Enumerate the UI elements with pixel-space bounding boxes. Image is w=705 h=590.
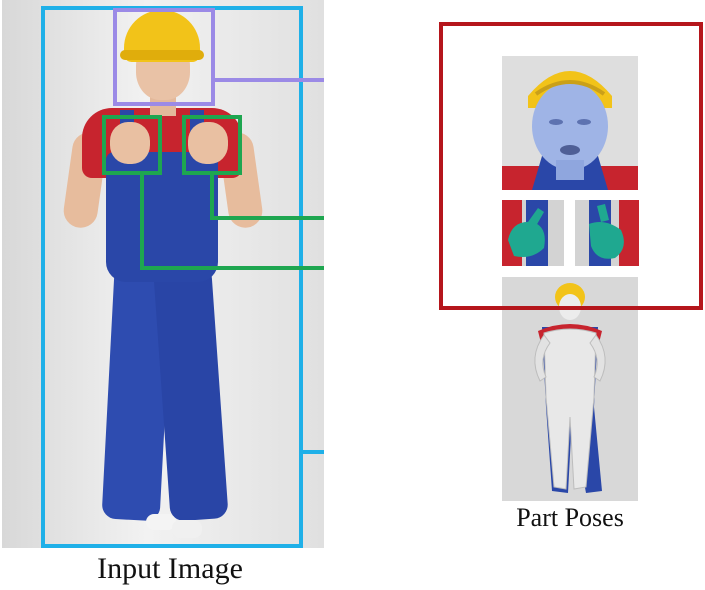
right-hand-connector — [212, 175, 324, 218]
input-image-caption: Input Image — [0, 552, 340, 586]
part-crop-highlight-box — [439, 22, 703, 310]
body-mesh-render — [502, 277, 638, 501]
left-hand-connector — [142, 175, 324, 268]
body-mesh-figure — [502, 277, 638, 501]
part-poses-caption: Part Poses — [470, 503, 670, 533]
